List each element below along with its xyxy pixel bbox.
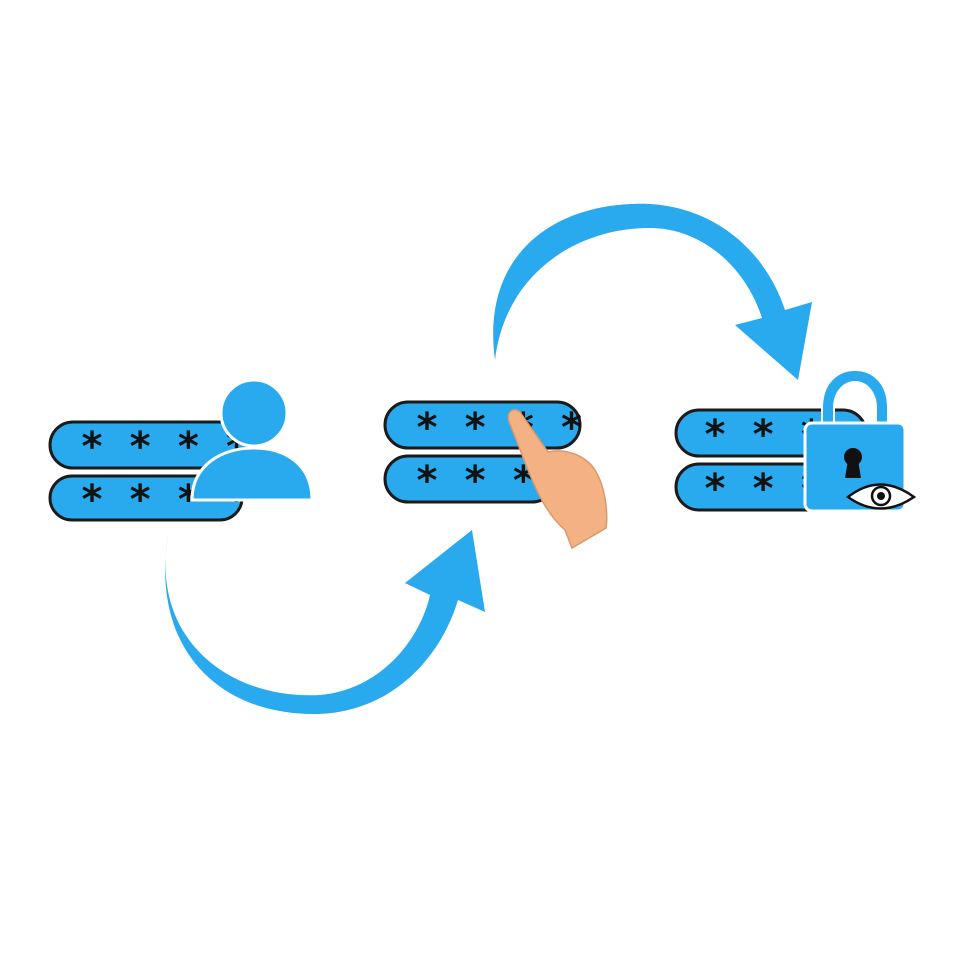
keyhole-icon — [844, 448, 862, 478]
user-icon — [190, 378, 314, 502]
eye-icon[interactable] — [845, 483, 917, 510]
password-mask: * * * — [415, 458, 535, 504]
password-mask: * * * * — [415, 405, 584, 451]
curved-arrow-icon — [493, 203, 812, 380]
password-mask: * * * — [703, 466, 823, 512]
password-field[interactable]: * * * * — [383, 400, 584, 451]
pointing-hand-icon — [507, 409, 608, 550]
curved-arrow-2 — [493, 203, 812, 380]
password-field[interactable]: * * * * — [48, 420, 252, 470]
step-2: * * * * * * * — [383, 400, 608, 550]
step-3: * * * * * * — [674, 368, 917, 513]
password-mask: * * * — [703, 412, 823, 458]
curved-arrow-1 — [165, 530, 486, 715]
step-1: * * * * * * * * — [48, 378, 314, 523]
curved-arrow-icon — [165, 530, 486, 715]
